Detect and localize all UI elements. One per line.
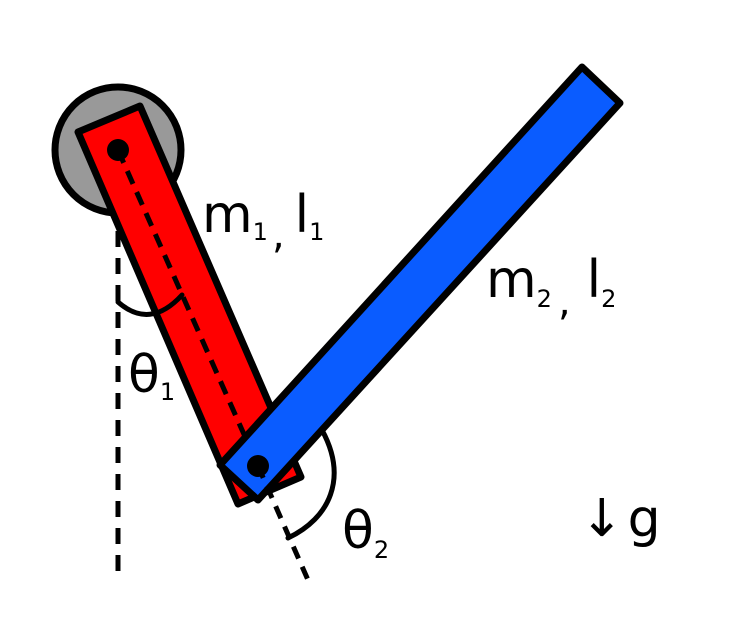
theta-2-label: θ2 [342, 501, 389, 564]
link-2-mass-label: m2,l2 [486, 250, 616, 325]
link-1-rod [74, 102, 305, 508]
theta-1-label: θ1 [128, 345, 175, 406]
gravity-arrow-icon: ↓ [580, 489, 624, 549]
link-1-axis-line [115, 148, 261, 468]
link-1-mass-label: m1,l1 [202, 185, 324, 258]
link-2-rod [216, 63, 624, 504]
pivot-joint-dot [107, 139, 129, 161]
theta-1-arc [115, 292, 185, 317]
theta-2-arc [285, 427, 337, 541]
gravity-label: ↓g [580, 489, 661, 549]
elbow-joint-dot [247, 455, 269, 477]
